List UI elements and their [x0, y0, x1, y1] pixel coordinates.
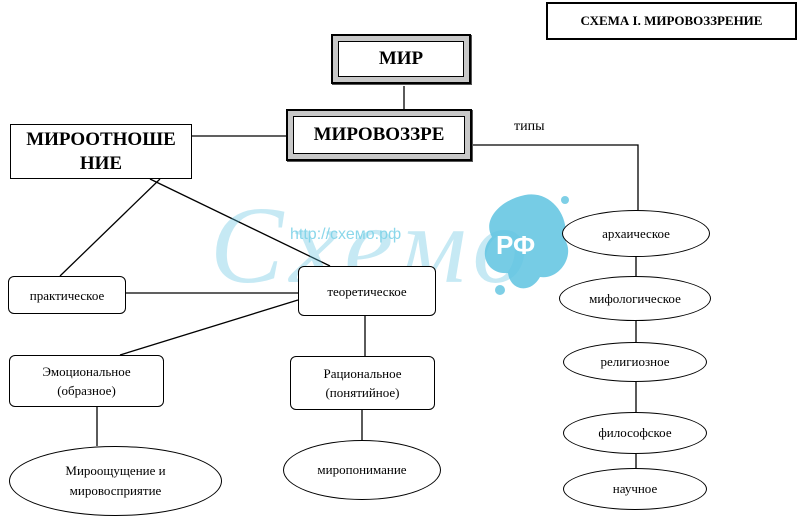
node-mirootnoshenie-line1: МИРООТНОШЕ [26, 128, 176, 150]
type-filosofskoe: философское [563, 412, 707, 454]
type-nauchnoe: научное [563, 468, 707, 510]
node-mirovozzrenie: МИРОВОЗЗРЕ [286, 109, 472, 161]
node-emotsionalnoe-line2: (образное) [57, 383, 116, 398]
node-mirootnoshenie: МИРООТНОШЕ НИЕ [10, 124, 192, 179]
line-miroot-teor [149, 178, 331, 267]
node-mirovozzrenie-label: МИРОВОЗЗРЕ [293, 116, 465, 154]
schema-title: СХЕМА I. МИРОВОЗЗРЕНИЕ [546, 2, 797, 40]
node-miroponimanie: миропонимание [283, 440, 441, 500]
type-religioznoe: религиозное [563, 342, 707, 382]
node-prakticheskoe: практическое [8, 276, 126, 314]
node-teoreticheskoe: теоретическое [298, 266, 436, 316]
node-ratsionalnoe-line1: Рациональное [323, 366, 402, 381]
node-mirooshchushchenie-line2: мировосприятие [69, 483, 162, 498]
line-teor-emo [119, 299, 299, 356]
type-mifologicheskoe: мифологическое [559, 276, 711, 321]
watermark-badge: РФ [496, 230, 536, 260]
node-mirooshchushchenie: Мироощущение и мировосприятие [9, 446, 222, 516]
node-ratsionalnoe: Рациональное (понятийное) [290, 356, 435, 410]
node-mir-label: МИР [338, 41, 464, 77]
watermark-splash-icon [484, 194, 569, 295]
node-mir: МИР [331, 34, 471, 84]
node-mirooshchushchenie-line1: Мироощущение и [65, 463, 166, 478]
node-mirootnoshenie-line2: НИЕ [79, 152, 123, 174]
line-mirovozzrenie-types [472, 144, 639, 210]
type-arkhaicheskoe: архаическое [562, 210, 710, 257]
node-emotsionalnoe: Эмоциональное (образное) [9, 355, 164, 407]
line-miroot-prakt [59, 178, 161, 277]
node-ratsionalnoe-line2: (понятийное) [325, 385, 400, 400]
node-emotsionalnoe-line1: Эмоциональное [42, 364, 131, 379]
watermark-url: http://схемо.рф [290, 226, 402, 243]
types-label: типы [514, 119, 545, 134]
